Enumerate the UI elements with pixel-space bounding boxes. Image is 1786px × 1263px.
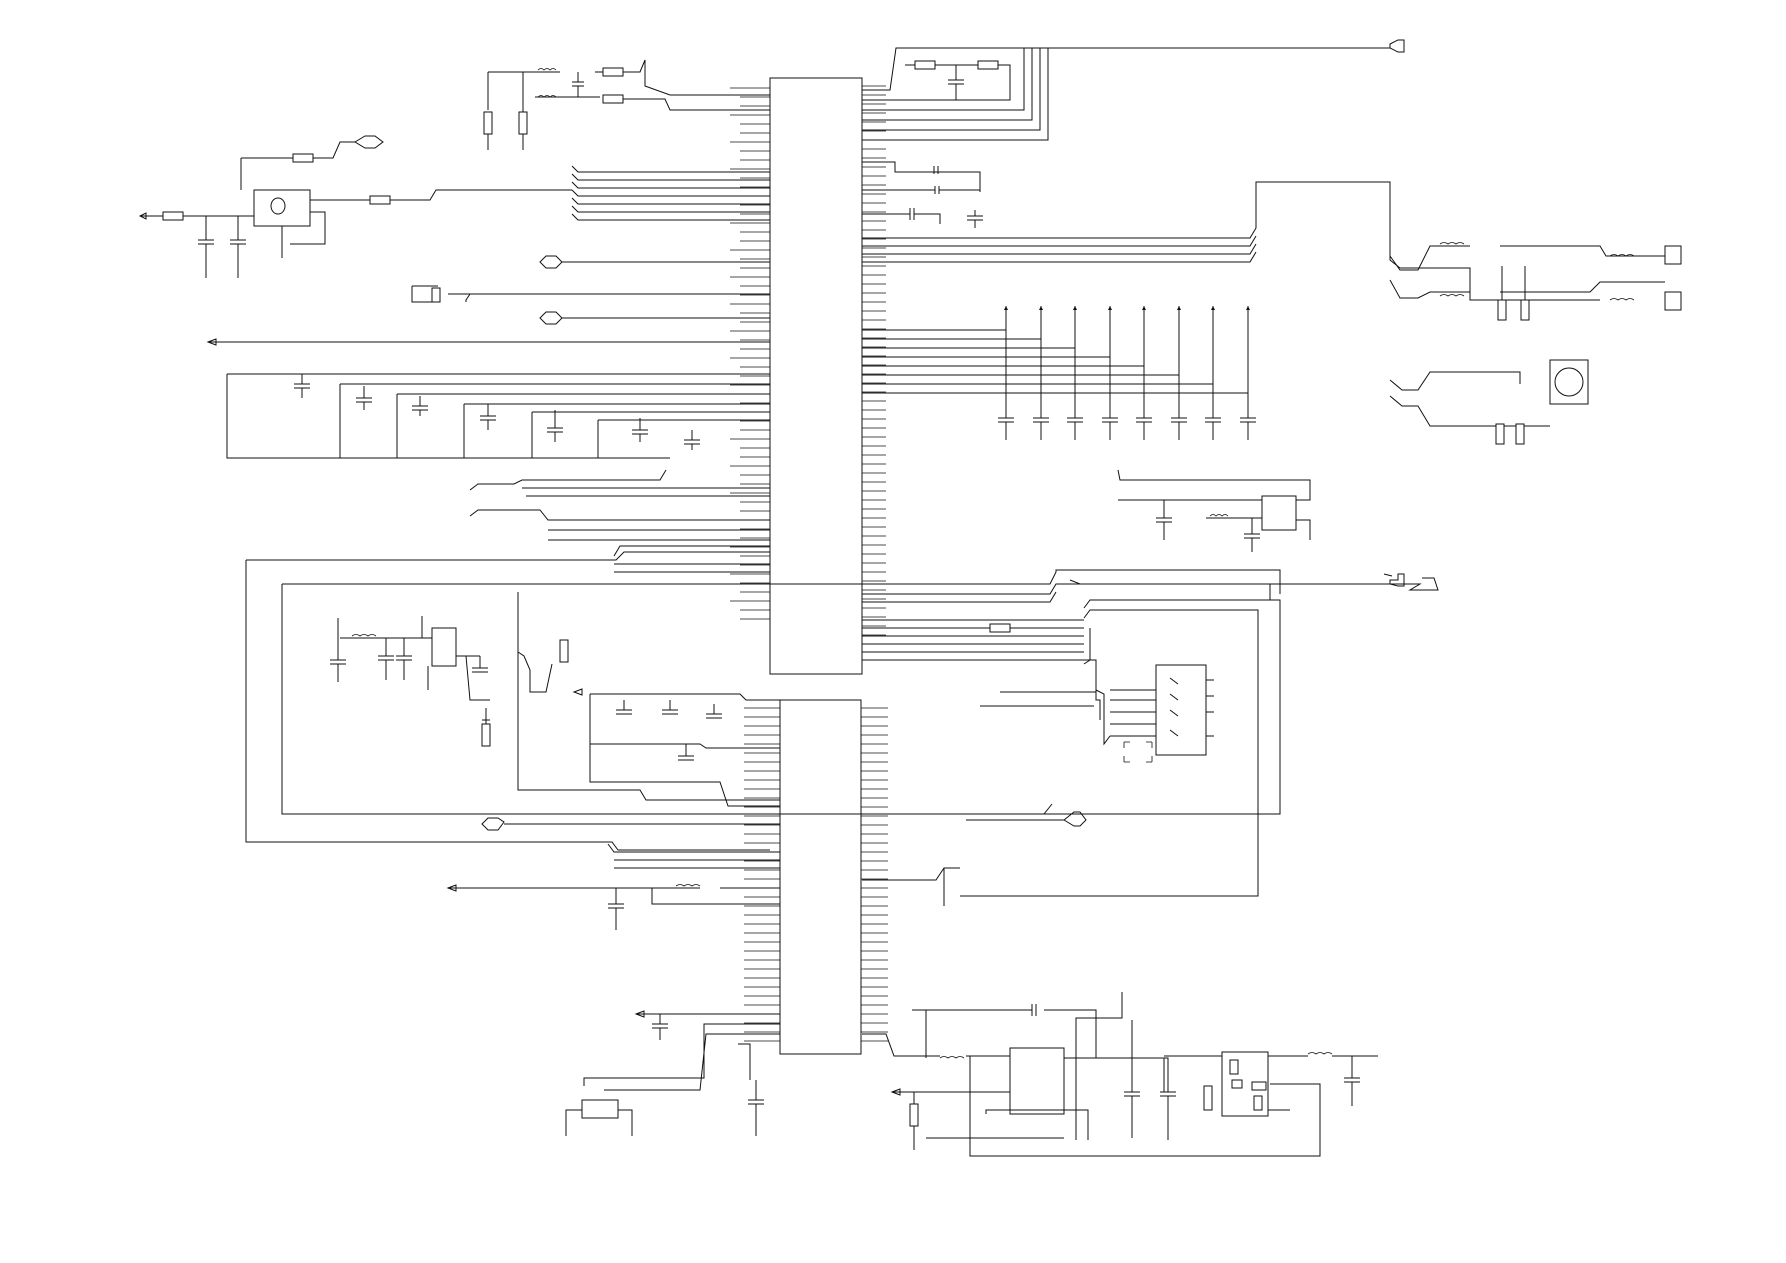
resistor <box>602 67 624 77</box>
lower-ic-right-pins <box>861 707 888 1042</box>
lower-left-ldo <box>330 616 491 747</box>
microphone-circuit <box>138 135 572 278</box>
upper-ic-right-pins <box>862 85 886 636</box>
wire <box>571 181 770 189</box>
right-mid-bus <box>862 181 1600 301</box>
main-ic-upper <box>769 77 863 675</box>
top-right-bus <box>862 39 1405 141</box>
right-audio-output <box>1389 242 1682 445</box>
charger-circuit <box>1164 1051 1378 1117</box>
wire <box>571 213 770 221</box>
arrow-icon <box>1039 306 1043 310</box>
crystal <box>411 285 770 303</box>
decoupling-capacitor-bank <box>206 338 770 459</box>
resistor <box>369 195 391 205</box>
capacitor <box>862 306 1152 440</box>
capacitor <box>862 306 1256 440</box>
wire <box>571 189 770 197</box>
switch <box>581 1099 619 1119</box>
capacitor <box>862 306 1014 440</box>
arrow-icon <box>1108 306 1112 310</box>
resistor <box>602 94 624 104</box>
net-labels <box>539 255 1087 906</box>
arrow-icon <box>1142 306 1146 310</box>
right-top-caps <box>862 161 983 228</box>
connector-pad <box>1664 291 1682 311</box>
upper-ic-left-pins <box>730 87 770 620</box>
resistor <box>977 60 999 70</box>
wire <box>571 173 770 181</box>
switch-connector <box>1095 664 1214 763</box>
speaker <box>1549 359 1589 405</box>
microphone <box>253 189 311 227</box>
resistor <box>914 60 936 70</box>
power-ic-section <box>862 992 1321 1157</box>
wire <box>571 197 770 205</box>
wire <box>571 165 770 173</box>
mid-left-signals <box>245 469 1281 851</box>
lower-left-bus <box>517 592 780 807</box>
connector-pad <box>1664 245 1682 265</box>
vertical-cap-array <box>862 306 1256 440</box>
arrow-icon <box>1073 306 1077 310</box>
arrow-icon <box>1211 306 1215 310</box>
lower-right-bus <box>862 573 1439 897</box>
keypad-connector <box>1155 664 1207 756</box>
regulator-ic <box>1261 495 1297 531</box>
power-management-ic <box>1009 1047 1065 1115</box>
arrow-icon <box>1004 306 1008 310</box>
arrow-icon <box>1177 306 1181 310</box>
resistor <box>162 211 184 221</box>
lower-left-inputs <box>446 817 780 930</box>
ldo-ic <box>431 627 457 667</box>
resistor <box>292 153 314 163</box>
capacitor <box>862 306 1049 440</box>
lower-ic-left-pins <box>744 707 780 1042</box>
wire <box>571 205 770 213</box>
lower-left-pins-sw <box>565 1010 780 1136</box>
regulator-section <box>1117 469 1311 552</box>
main-ic-lower <box>779 699 862 1055</box>
resistor <box>989 623 1011 633</box>
arrow-icon <box>1246 306 1250 310</box>
capacitor <box>862 306 1083 440</box>
capacitor <box>862 306 1221 440</box>
bus-upper-left-1 <box>571 165 770 221</box>
capacitor <box>862 306 1187 440</box>
capacitor <box>862 306 1118 440</box>
input-filter-network <box>483 59 770 150</box>
